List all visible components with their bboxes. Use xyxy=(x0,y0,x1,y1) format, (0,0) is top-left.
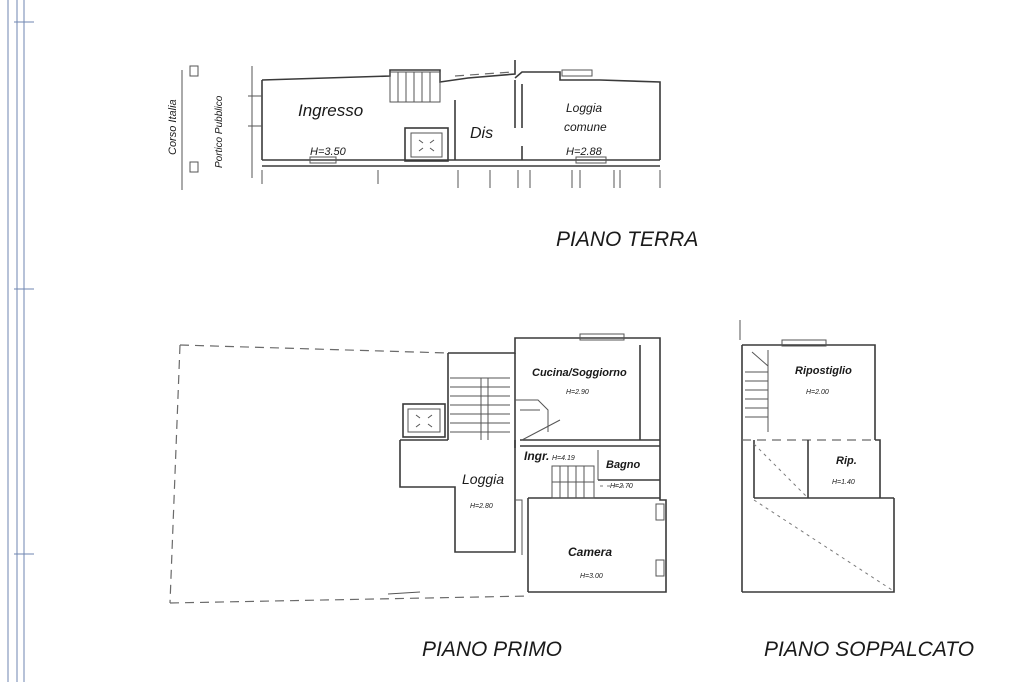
piano-terra-title: PIANO TERRA xyxy=(556,228,698,251)
primo-cucina-label: Cucina/Soggiorno xyxy=(532,367,627,379)
corso-italia-label: Corso Italia xyxy=(167,99,179,155)
sopp-ripostiglio-label: Ripostiglio xyxy=(795,365,852,377)
piano-terra-plan xyxy=(181,60,661,190)
sheet-border xyxy=(7,0,34,682)
primo-bagno-height: H=2.70 xyxy=(610,483,633,490)
primo-camera-height: H=3.00 xyxy=(580,573,603,580)
primo-cucina-height: H=2.90 xyxy=(566,389,589,396)
primo-bagno-label: Bagno xyxy=(606,459,641,471)
terra-ingresso-label: Ingresso xyxy=(298,101,363,120)
terra-dis-label: Dis xyxy=(470,125,493,142)
terra-loggia-height: H=2.88 xyxy=(566,146,603,158)
terra-comune-label: comune xyxy=(564,120,607,134)
primo-loggia-height: H=2.80 xyxy=(470,503,493,510)
primo-loggia-label: Loggia xyxy=(462,471,504,487)
primo-stair xyxy=(450,377,561,441)
terra-lift-shaft xyxy=(404,127,449,162)
portico-pubblico-label: Portico Pubblico xyxy=(214,95,225,168)
primo-lift-shaft xyxy=(402,403,446,438)
soppalcato-stair xyxy=(745,350,769,432)
terra-stair xyxy=(389,71,441,103)
terra-loggia-label: Loggia xyxy=(566,101,602,115)
primo-ingr-height: H=4.19 xyxy=(552,455,575,462)
sopp-ripostiglio-height: H=2.00 xyxy=(806,389,829,396)
terra-ingresso-height: H=3.50 xyxy=(310,146,347,158)
piano-primo-plan xyxy=(169,333,667,604)
primo-camera-label: Camera xyxy=(568,545,612,559)
primo-entry-stair xyxy=(551,465,595,499)
piano-soppalcato-plan xyxy=(739,320,895,593)
sopp-rip-height: H=1.40 xyxy=(832,479,855,486)
sopp-rip-label: Rip. xyxy=(836,455,857,467)
piano-primo-title: PIANO PRIMO xyxy=(422,638,562,661)
primo-ingr-label: Ingr. xyxy=(524,449,549,463)
piano-soppalcato-title: PIANO SOPPALCATO xyxy=(764,638,974,661)
